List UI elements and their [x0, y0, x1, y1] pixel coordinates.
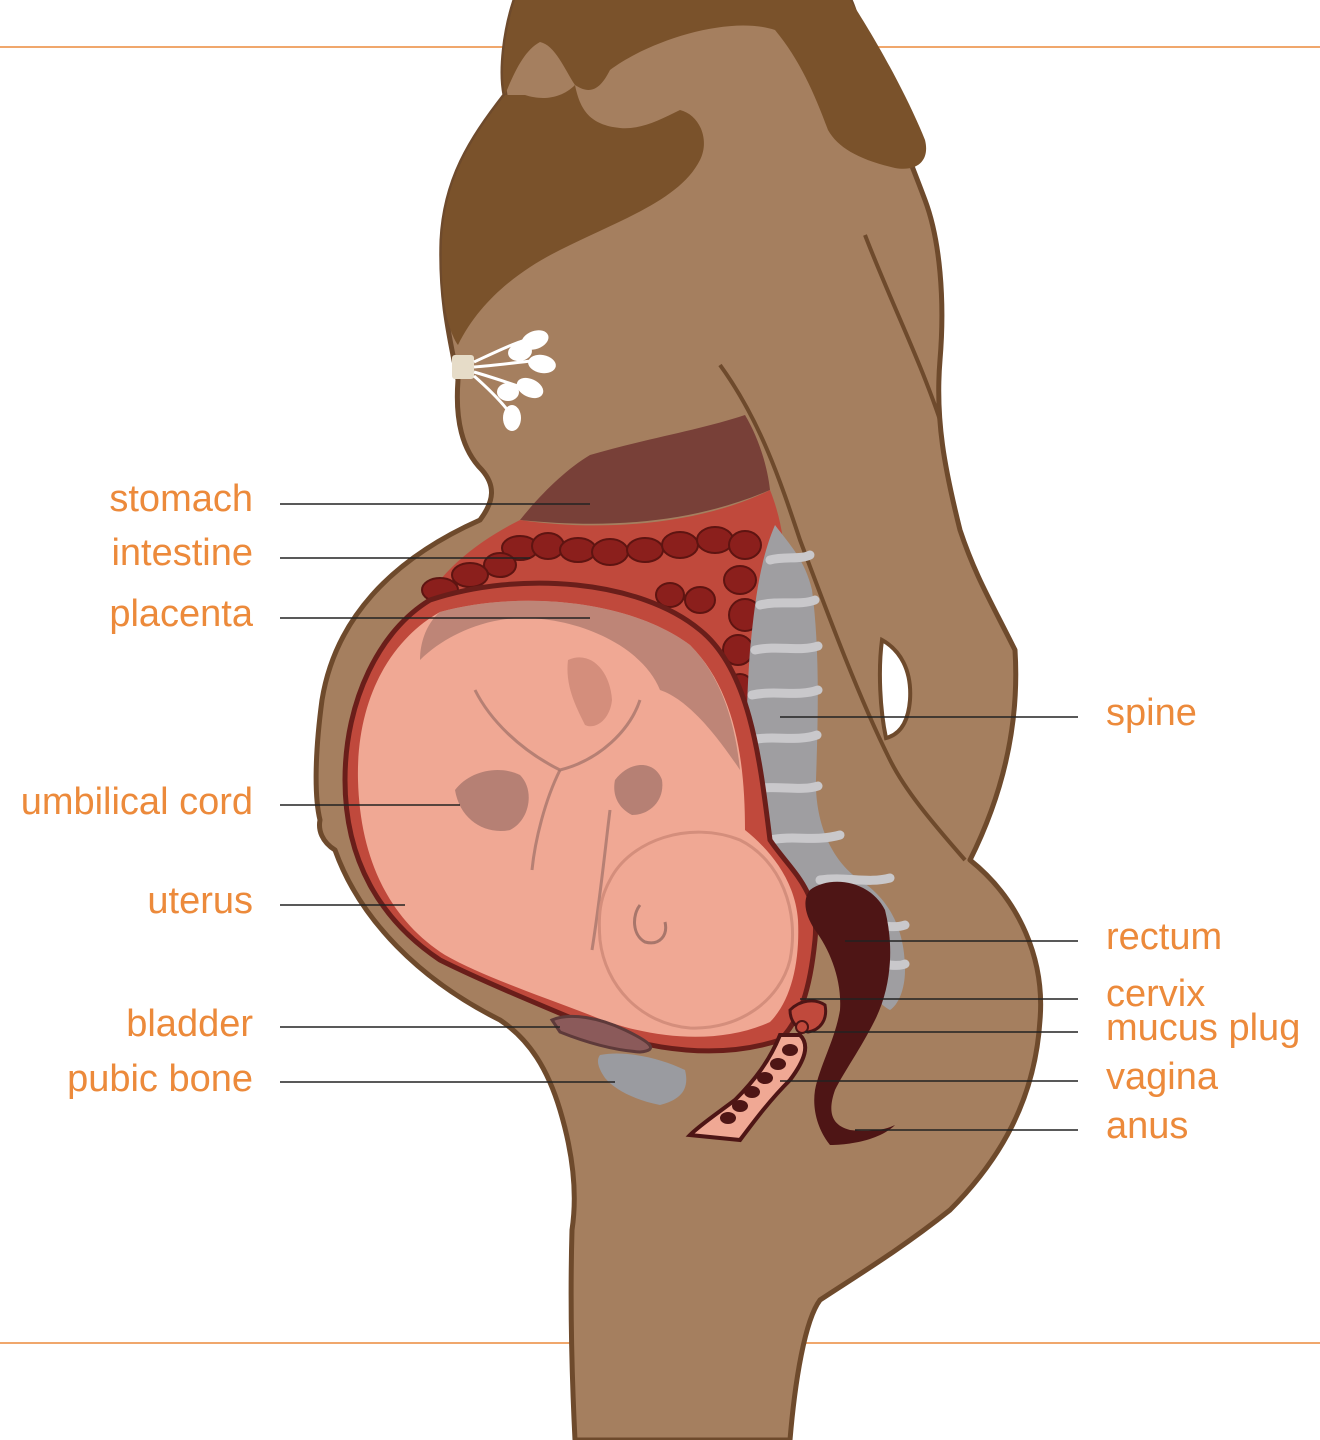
label-intestine: intestine	[111, 534, 253, 572]
label-uterus: uterus	[147, 882, 253, 920]
label-bladder: bladder	[126, 1005, 253, 1043]
label-rectum: rectum	[1106, 918, 1222, 956]
label-anus: anus	[1106, 1107, 1188, 1145]
label-stomach: stomach	[109, 480, 253, 518]
label-vagina: vagina	[1106, 1058, 1218, 1096]
label-mucus-plug: mucus plug	[1106, 1009, 1300, 1047]
label-pubic-bone: pubic bone	[67, 1060, 253, 1098]
label-umbilical-cord: umbilical cord	[21, 783, 253, 821]
label-spine: spine	[1106, 694, 1197, 732]
label-placenta: placenta	[109, 595, 253, 633]
fetus-head	[599, 832, 792, 1028]
mucus-plug-organ	[796, 1021, 808, 1033]
